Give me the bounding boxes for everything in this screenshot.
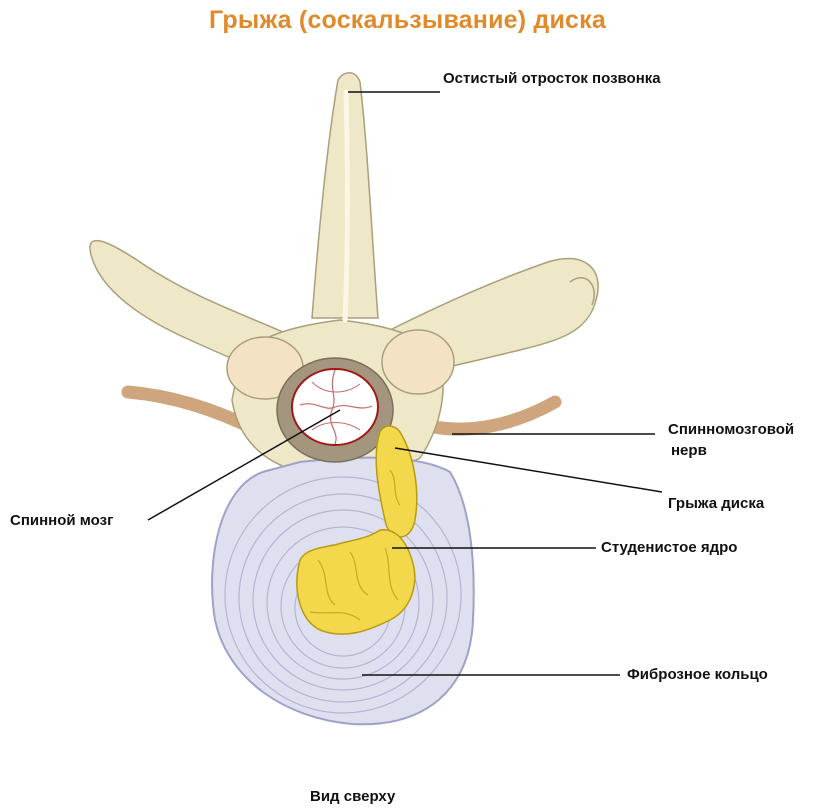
spinal-canal (277, 358, 393, 462)
label-annulus: Фиброзное кольцо (627, 665, 768, 684)
caption-top-view: Вид сверху (310, 787, 395, 806)
label-spinal-nerve-line1: Спинномозговой (668, 420, 794, 439)
label-spinal-nerve-line2: нерв (671, 441, 707, 460)
label-spinous-process: Остистый отросток позвонка (443, 69, 661, 88)
label-nucleus: Студенистое ядро (601, 538, 737, 557)
right-articular-facet (382, 330, 454, 394)
label-spinal-cord: Спинной мозг (10, 511, 113, 530)
label-herniation: Грыжа диска (668, 494, 764, 513)
